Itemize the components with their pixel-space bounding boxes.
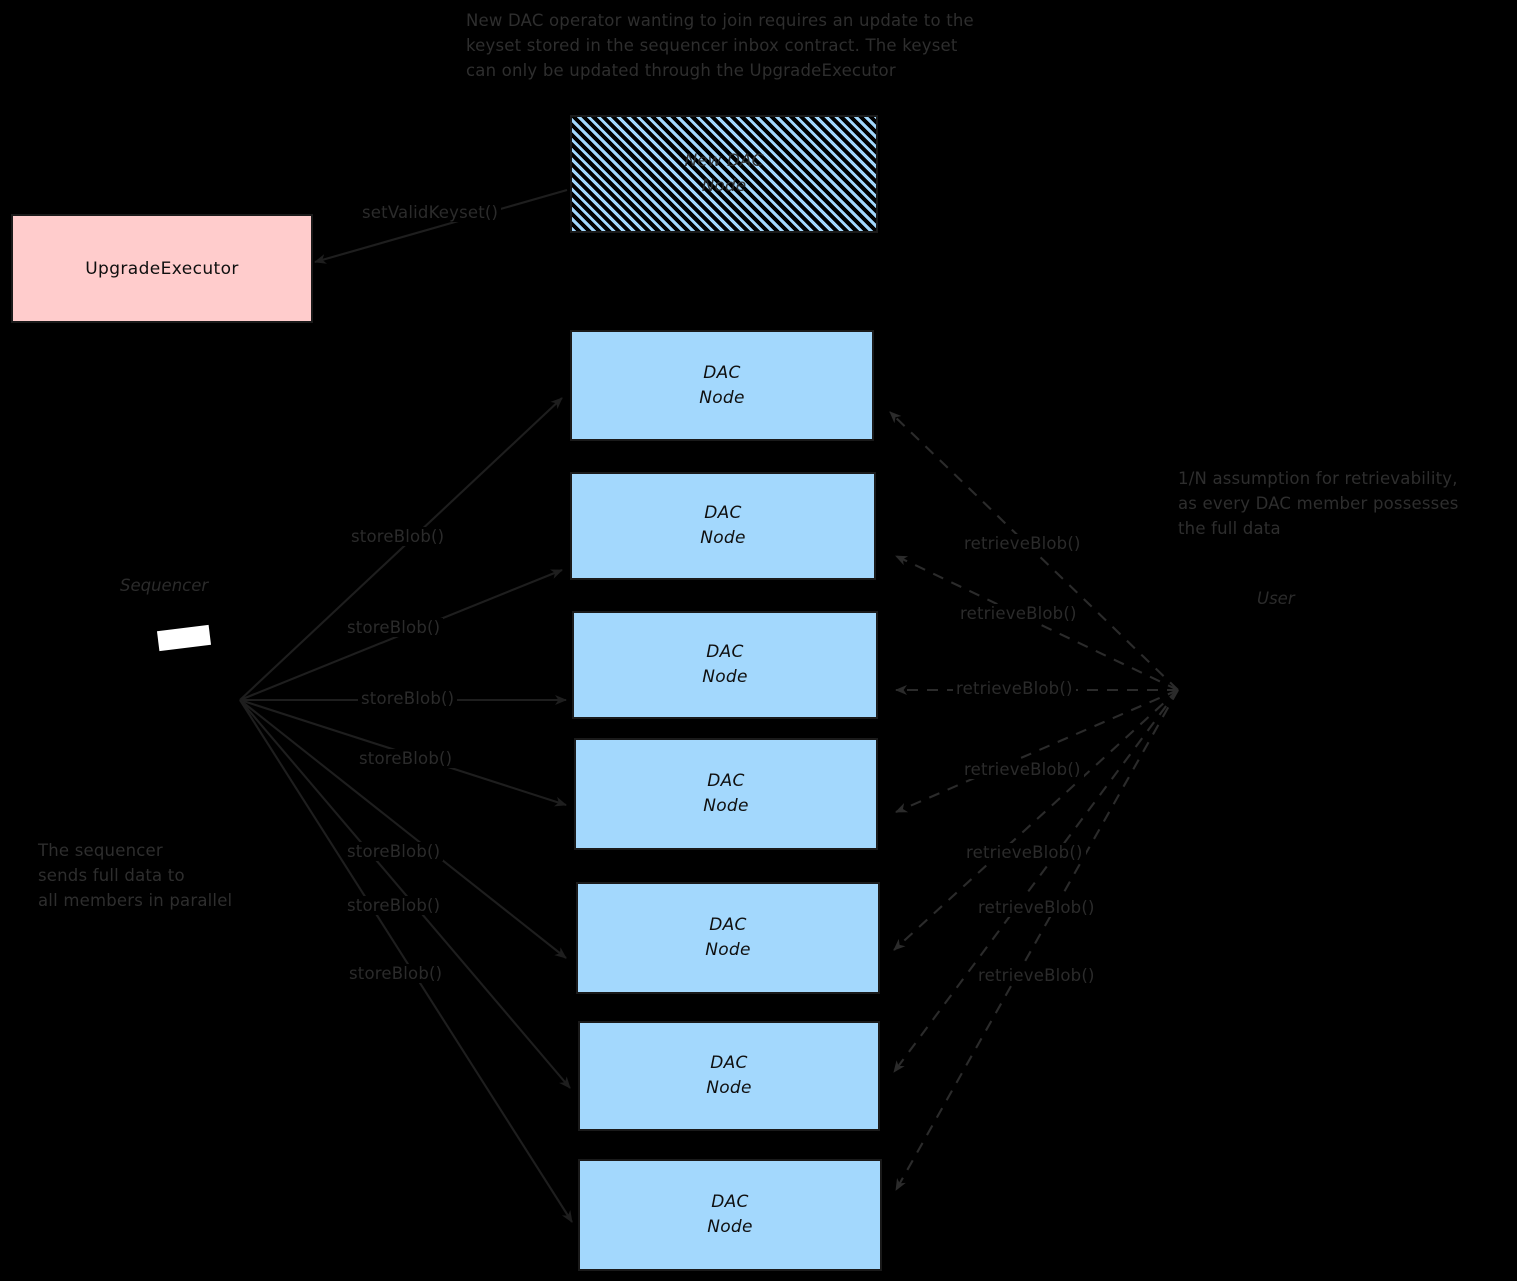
note-sequencer-parallel: The sequencer sends full data to all mem… xyxy=(38,841,233,910)
edge-group-store-blob xyxy=(239,397,573,1223)
edge-group-retrieve-blob xyxy=(889,411,1179,1191)
dac-node-label-1: DAC Node xyxy=(699,362,745,408)
edge-label-store-blob-6: storeBlob() xyxy=(344,896,444,915)
dac-node-label-7: DAC Node xyxy=(707,1192,753,1237)
edge-label-retrieve-blob-2: retrieveBlob() xyxy=(957,604,1080,623)
edge-set-valid-keyset xyxy=(314,188,568,264)
dac-node-box-6[interactable]: DAC Node xyxy=(578,1021,880,1131)
dac-node-label-2: DAC Node xyxy=(700,503,746,548)
note-retrievability: 1/N assumption for retrievability, as ev… xyxy=(1178,469,1459,538)
edge-label-store-blob-2: storeBlob() xyxy=(344,618,444,637)
edge-label-retrieve-blob-6: retrieveBlob() xyxy=(975,898,1098,917)
edge-label-retrieve-blob-1: retrieveBlob() xyxy=(961,534,1084,553)
dac-node-label-3: DAC Node xyxy=(702,642,748,687)
dac-node-label-6: DAC Node xyxy=(706,1053,752,1098)
new-dac-node-label: New DAC Node xyxy=(684,151,764,196)
edge-label-store-blob-3: storeBlob() xyxy=(358,689,458,708)
dac-node-label-5: DAC Node xyxy=(705,915,751,960)
new-dac-node-box[interactable]: New DAC Node xyxy=(570,115,878,233)
upgrade-executor-label: UpgradeExecutor xyxy=(85,258,239,279)
dac-node-box-2[interactable]: DAC Node xyxy=(570,472,876,580)
dac-node-box-3[interactable]: DAC Node xyxy=(572,611,878,719)
dac-node-box-4[interactable]: DAC Node xyxy=(574,738,878,850)
edge-label-store-blob-7: storeBlob() xyxy=(346,964,446,983)
dac-node-label-4: DAC Node xyxy=(703,771,749,816)
edge-label-store-blob-5: storeBlob() xyxy=(344,842,444,861)
sequencer-label: Sequencer xyxy=(120,576,209,595)
edge-label-set-valid-keyset: setValidKeyset() xyxy=(359,203,502,222)
edge-label-retrieve-blob-4: retrieveBlob() xyxy=(961,760,1084,779)
dac-node-box-1[interactable]: DAC Node xyxy=(570,330,874,441)
edge-label-retrieve-blob-3: retrieveBlob() xyxy=(953,679,1076,698)
edge-label-store-blob-1: storeBlob() xyxy=(348,527,448,546)
edge-label-retrieve-blob-7: retrieveBlob() xyxy=(975,966,1098,985)
edge-label-retrieve-blob-5: retrieveBlob() xyxy=(963,843,1086,862)
user-label: User xyxy=(1257,589,1295,608)
dac-node-box-5[interactable]: DAC Node xyxy=(576,882,880,994)
note-keyset-update: New DAC operator wanting to join require… xyxy=(466,11,974,80)
upgrade-executor-box[interactable]: UpgradeExecutor xyxy=(11,214,313,323)
dac-node-box-7[interactable]: DAC Node xyxy=(578,1159,882,1271)
edge-label-store-blob-4: storeBlob() xyxy=(356,749,456,768)
